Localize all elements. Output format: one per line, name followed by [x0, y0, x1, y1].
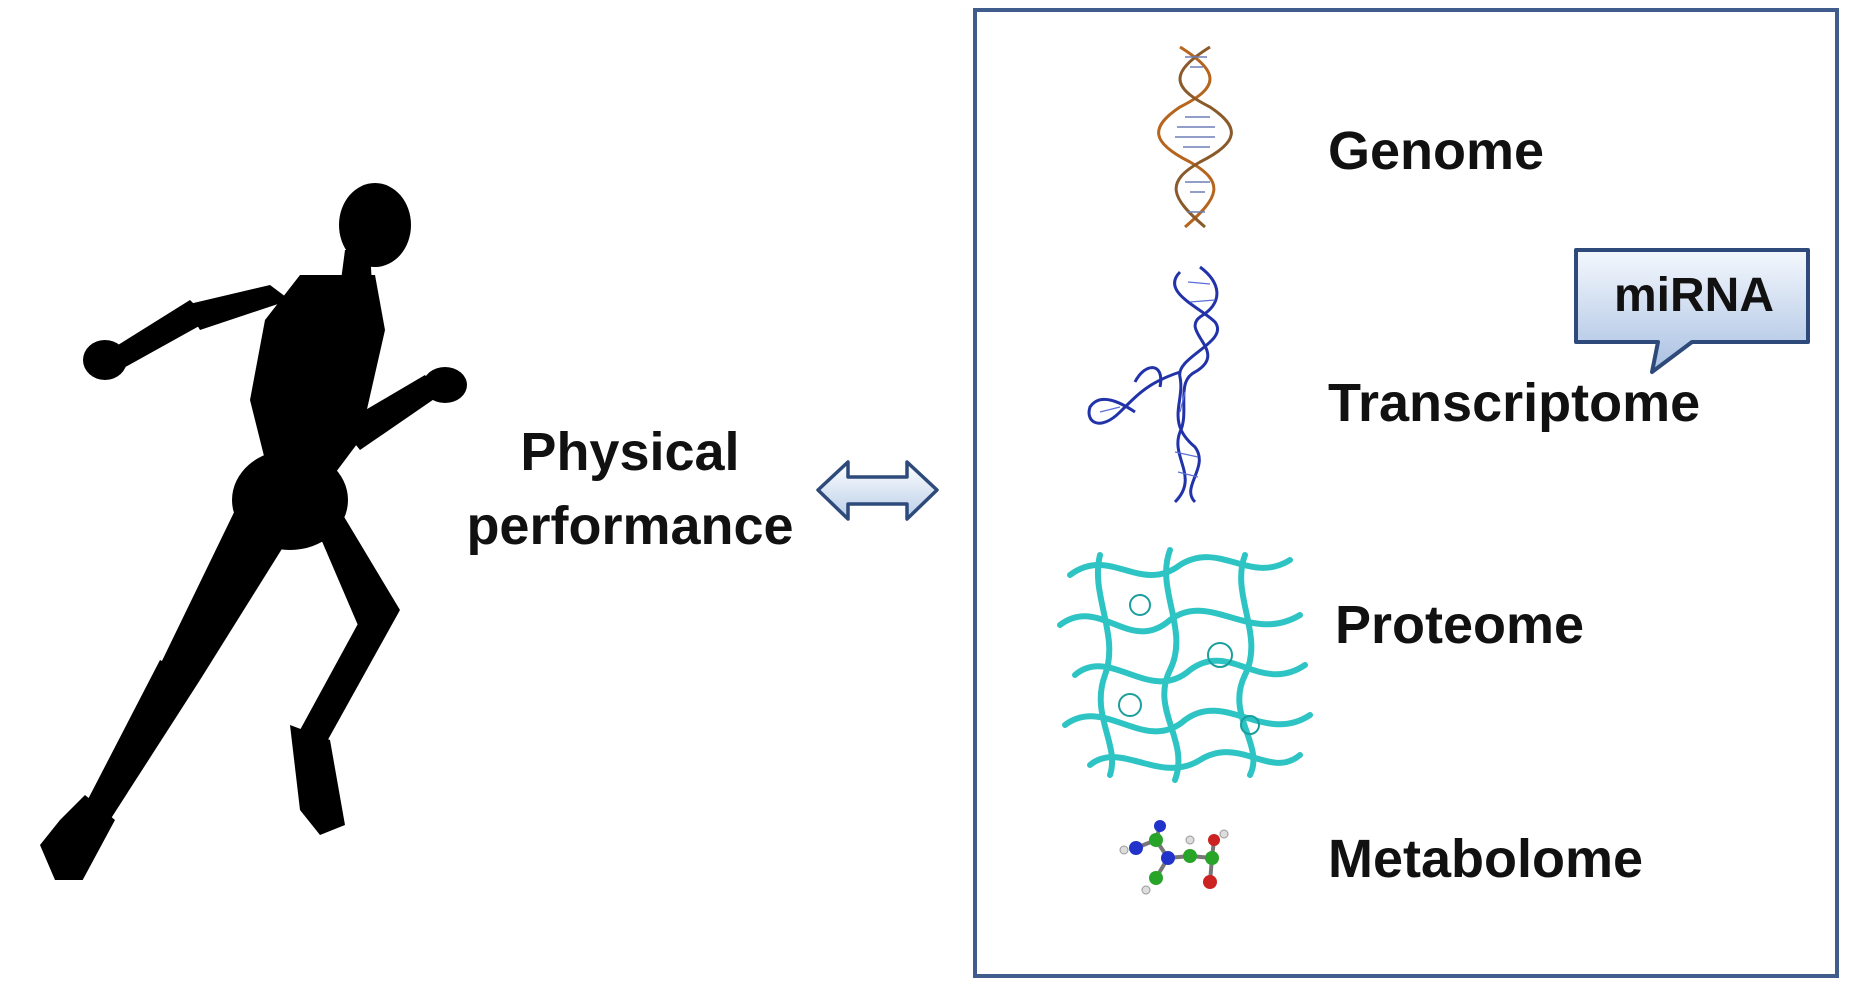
rna-structure-icon — [1087, 265, 1219, 504]
mirna-callout — [1574, 248, 1810, 374]
proteome-label: Proteome — [1335, 595, 1585, 655]
protein-ribbon-icon — [1057, 547, 1313, 783]
metabolome-label: Metabolome — [1328, 829, 1644, 889]
center-label-line2: performance — [466, 496, 794, 556]
dna-helix-icon — [1157, 45, 1233, 229]
double-arrow-icon — [816, 460, 939, 521]
transcriptome-label: Transcriptome — [1328, 373, 1701, 433]
center-label-line1: Physical — [520, 422, 740, 482]
mirna-label: miRNA — [1613, 269, 1774, 322]
omics-panel — [973, 8, 1839, 978]
physical-performance-label: Physical performance — [440, 415, 820, 563]
molecule-icon — [1119, 820, 1229, 895]
runner-silhouette-icon — [40, 183, 467, 880]
genome-label: Genome — [1328, 121, 1545, 181]
